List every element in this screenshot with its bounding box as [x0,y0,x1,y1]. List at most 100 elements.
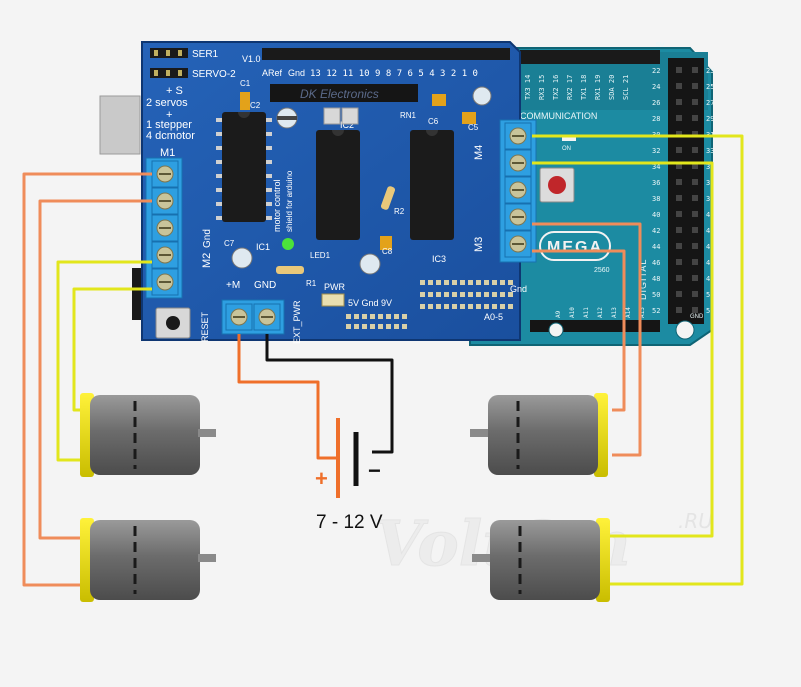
header-pin [676,259,682,265]
wire-m3-a [532,222,642,457]
header-pin [692,179,698,185]
header-pin [676,83,682,89]
shield-reset-button[interactable] [155,307,191,339]
mega-model-label: 2560 [594,267,610,274]
right-pin-label: 50 [652,291,660,299]
header-pin [676,291,682,297]
right-pin-label: 25 [706,83,714,91]
pad [346,324,351,329]
led1-label: LED1 [310,251,331,260]
comm-pin-labels: TX3 14 RX3 15 TX2 16 RX2 17 TX1 18 RX1 1… [524,75,630,100]
motor-bottom-right [470,516,612,604]
mega-reset-button[interactable] [539,167,575,203]
pad [484,304,489,309]
pad [402,314,407,319]
c5-label: C5 [468,123,479,132]
header-pin [692,163,698,169]
pad [362,324,367,329]
ext-pwr-label: EXT_PWR [292,300,302,344]
right-pin-label: 33 [706,147,714,155]
pad [436,304,441,309]
servo2-label: SERVO-2 [192,69,236,80]
right-pin-label: 26 [652,99,660,107]
analog-pin-label: A15 [639,307,646,318]
comm-pin-label: RX1 19 [594,75,602,100]
header-pin [692,99,698,105]
pad [444,292,449,297]
wire-power-plus [237,334,336,460]
pad [476,280,481,285]
analog-pin-label: A12 [597,307,604,318]
shield-description: + S 2 servos + 1 stepper 4 dcmotor [146,85,195,142]
header-pin [676,99,682,105]
right-pin-label: 22 [652,67,660,75]
pad [428,304,433,309]
c1-label: C1 [240,79,251,88]
pin-numbers: 13 12 11 10 9 8 7 6 5 4 3 2 1 0 [310,69,478,79]
aref-label: ARef [262,68,283,78]
motor-bottom-left [78,516,218,604]
right-pin-label: 23 [706,67,714,75]
right-pin-label: 28 [652,115,660,123]
motor-top-right [468,391,610,479]
header-pin [676,67,682,73]
comm-pin-label: RX2 17 [566,75,574,100]
capacitors [231,86,492,275]
m3-label: M3 [473,237,485,252]
comm-pin-label: TX2 16 [552,75,560,100]
header-pin [692,131,698,137]
pad [508,292,513,297]
mega-5v-label: 5V [656,42,665,49]
pad [394,314,399,319]
right-pin-label: 48 [652,275,660,283]
pad [378,314,383,319]
wire-m4-b [532,161,714,538]
header-pin [692,83,698,89]
ic1-chip [222,112,266,222]
pad [468,280,473,285]
desc-line: 2 servos [146,97,188,109]
pad [492,292,497,297]
desc-line: + [166,109,172,121]
a0-5-label: A0-5 [484,312,503,322]
plus-m-label: +M [226,280,240,291]
battery-symbol: + − 7 - 12 V [315,418,383,533]
pad [444,304,449,309]
version-label: V1.0 [242,54,261,64]
led-indicator [282,238,294,250]
c7-label: C7 [224,239,235,248]
gnd-side-label: Gnd [202,229,213,248]
comm-pin-label: RX3 15 [538,75,546,100]
right-pin-label: 44 [652,243,660,251]
right-pin-label: 29 [706,115,714,123]
pad [452,280,457,285]
right-pin-label: 43 [706,227,714,235]
analog-pin-label: A9 [555,310,562,318]
servo1-label: SER1 [192,49,219,60]
pad [420,280,425,285]
header-pin [692,195,698,201]
header-pin [692,115,698,121]
right-pin-label: 34 [652,163,660,171]
c8-label: C8 [382,247,393,256]
pad [428,280,433,285]
m4-label: M4 [473,145,485,160]
comm-pin-label: SCL 21 [622,75,630,100]
pad [500,304,505,309]
brand-label: DK Electronics [300,87,379,101]
communication-label: COMMUNICATION [520,111,597,121]
rn1-label: RN1 [400,111,417,120]
header-pin [676,227,682,233]
desc-line: 4 dcmotor [146,130,195,142]
header-pin [676,115,682,121]
ic3-chip [410,130,454,240]
comm-pin-label: TX1 18 [580,75,588,100]
pad [402,324,407,329]
header-pads [346,280,513,329]
wire-m4-a [532,134,744,586]
ic2-chip [316,130,360,240]
vertical-text-2: shield for arduino [285,170,294,232]
wire-power-minus [265,334,394,454]
plus-sign: + [315,466,328,491]
